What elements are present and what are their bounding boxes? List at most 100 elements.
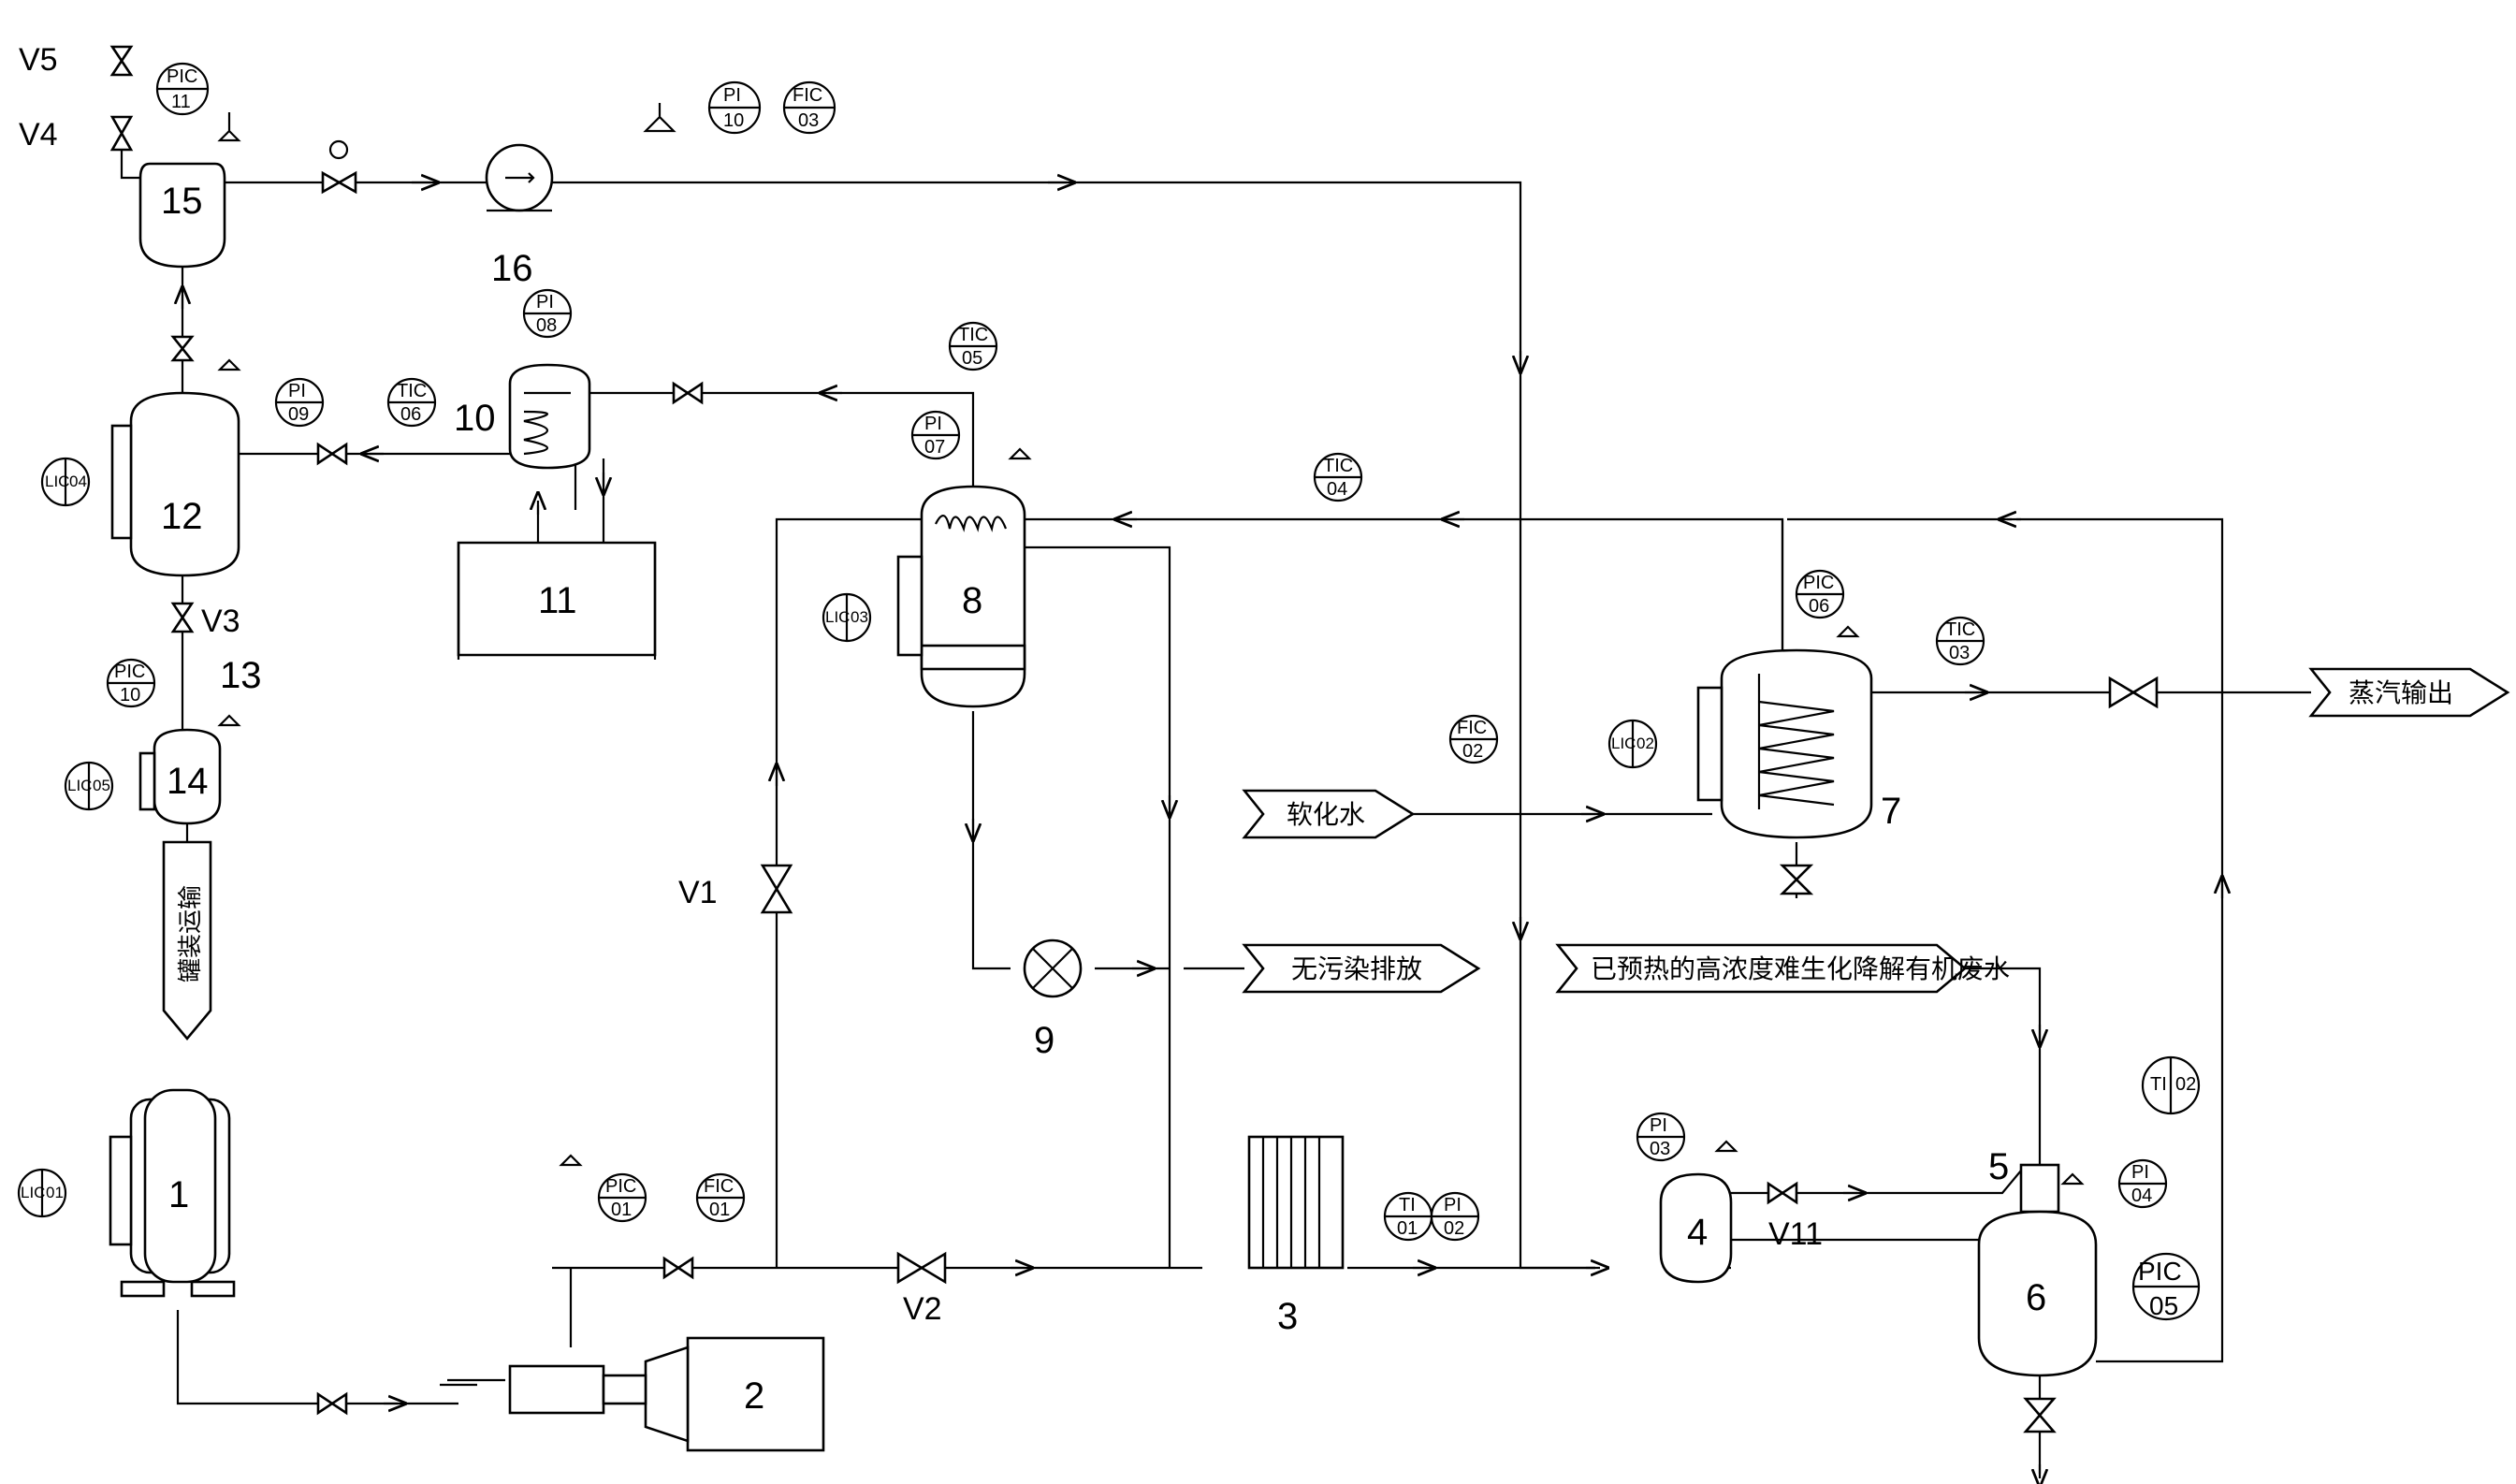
svg-text:02: 02 <box>1444 1218 1464 1239</box>
pump-2: 2 <box>508 1336 825 1452</box>
svg-text:03: 03 <box>1949 643 1970 663</box>
soft-water-label: 软化水 <box>1287 799 1365 830</box>
svg-text:LIC: LIC <box>825 608 850 626</box>
svg-text:TIC: TIC <box>958 325 988 345</box>
pump-2-label: 2 <box>744 1375 764 1417</box>
svg-text:10: 10 <box>120 685 140 706</box>
valve-tank6-bottom[interactable] <box>2023 1397 2057 1433</box>
valve-v5-label: V5 <box>19 42 58 78</box>
svg-text:05: 05 <box>962 348 982 369</box>
flow-arrows <box>182 182 2222 1478</box>
svg-text:01: 01 <box>611 1200 632 1220</box>
valve-tank7-bottom[interactable] <box>1779 864 1814 895</box>
pi03-instrument[interactable]: PI 03 <box>1636 1112 1686 1162</box>
svg-text:FIC: FIC <box>1457 718 1487 738</box>
valve-pic01[interactable] <box>662 1256 694 1280</box>
svg-text:FIC: FIC <box>704 1176 734 1197</box>
heater-10: 10 <box>454 363 591 470</box>
tank-12-label: 12 <box>161 496 203 537</box>
svg-text:10: 10 <box>723 110 744 131</box>
svg-text:08: 08 <box>536 315 557 336</box>
svg-text:PIC: PIC <box>167 66 197 87</box>
valves-group: V5 V4 V3 V1 V2 <box>19 42 2159 1433</box>
svg-text:PIC: PIC <box>2138 1257 2182 1286</box>
svg-text:02: 02 <box>1636 735 1654 752</box>
heater-10-label: 10 <box>454 398 496 439</box>
valve-v1[interactable]: V1 <box>678 864 793 914</box>
svg-text:PI: PI <box>1650 1115 1667 1136</box>
valve-motor-top[interactable] <box>321 139 357 195</box>
svg-text:PI: PI <box>2131 1162 2149 1183</box>
valve-10-out[interactable] <box>672 381 704 405</box>
valve-pump-suction[interactable] <box>316 1391 348 1416</box>
tic05-instrument[interactable]: TIC 05 <box>948 321 998 371</box>
tank-11-label: 11 <box>538 580 577 621</box>
vessel-5-label: 5 <box>1988 1146 2009 1187</box>
valve-v5[interactable]: V5 <box>19 42 134 78</box>
svg-text:LIC: LIC <box>21 1184 45 1201</box>
svg-text:PIC: PIC <box>1803 573 1834 593</box>
feed-label: 已预热的高浓度难生化降解有机废水 <box>1591 953 2010 984</box>
svg-text:03: 03 <box>1650 1139 1670 1159</box>
svg-text:TI: TI <box>1399 1195 1416 1215</box>
valve-steam-out[interactable] <box>2108 676 2159 709</box>
svg-text:03: 03 <box>798 110 819 131</box>
valve-13: 13 <box>220 655 262 696</box>
valve-v11[interactable]: V11 <box>1767 1181 1823 1252</box>
boiler-7: 7 <box>1696 648 1901 839</box>
steam-output-label: 蒸汽输出 <box>2349 677 2453 708</box>
valve-v4-label: V4 <box>19 117 58 153</box>
valve-12-10[interactable] <box>316 442 348 466</box>
tank-1-label: 1 <box>168 1174 189 1215</box>
svg-text:01: 01 <box>1397 1218 1418 1239</box>
svg-text:PI: PI <box>1444 1195 1462 1215</box>
svg-text:FIC: FIC <box>793 85 822 106</box>
svg-text:TI: TI <box>2150 1074 2167 1095</box>
pi02-instrument[interactable]: PI 02 <box>1430 1191 1480 1242</box>
fic03-instrument[interactable]: FIC 03 <box>782 80 836 135</box>
svg-text:05: 05 <box>2149 1291 2178 1320</box>
pic01-instrument[interactable]: PIC 01 <box>597 1172 647 1223</box>
tank-12: 12 <box>110 391 240 577</box>
tank-6-label: 6 <box>2026 1277 2046 1318</box>
valve-v3-label: V3 <box>201 604 240 639</box>
svg-text:05: 05 <box>93 777 110 794</box>
valve-v2[interactable]: V2 <box>896 1251 947 1327</box>
piping <box>176 181 2311 1474</box>
valve-12-top[interactable] <box>170 335 195 362</box>
svg-text:PI: PI <box>288 381 306 401</box>
valve-v3[interactable]: V3 <box>170 602 240 639</box>
svg-text:PIC: PIC <box>605 1176 636 1197</box>
soft-water-stream: 软化水 <box>1242 789 1416 839</box>
valve-v4[interactable]: V4 <box>19 115 134 153</box>
discharge-label: 无污染排放 <box>1291 953 1422 984</box>
tank-4: 4 <box>1659 1172 1733 1284</box>
filter-3: 3 <box>1247 1135 1345 1337</box>
svg-text:PI: PI <box>536 292 554 313</box>
pic05-instrument[interactable]: PIC 05 <box>2131 1252 2201 1321</box>
tank-14-label: 14 <box>167 761 209 802</box>
ti01-instrument[interactable]: TI 01 <box>1383 1191 1433 1242</box>
discharge-stream: 无污染排放 <box>1242 943 1481 994</box>
tank-4-label: 4 <box>1687 1212 1708 1253</box>
